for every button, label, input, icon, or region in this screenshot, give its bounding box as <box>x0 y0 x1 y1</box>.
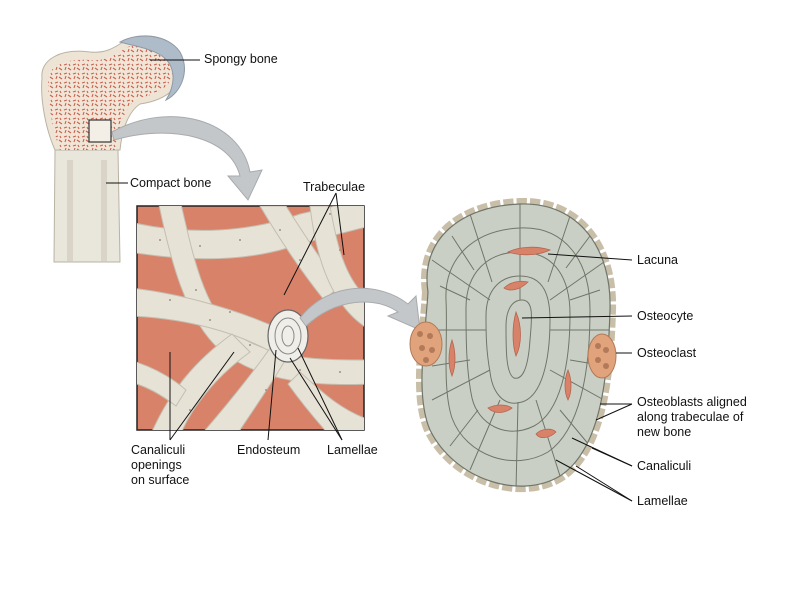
label-line: new bone <box>637 425 692 439</box>
label-line: along trabeculae of <box>637 410 744 424</box>
label-spongy-bone: Spongy bone <box>204 52 278 66</box>
label-endosteum: Endosteum <box>237 443 301 457</box>
label-canaliculi-openings: Canaliculi openings on surface <box>131 443 189 488</box>
label-lamellae-left: Lamellae <box>327 443 378 457</box>
label-canaliculi-right: Canaliculi <box>637 459 692 473</box>
femur-shaft <box>53 149 121 263</box>
osteoclast-right <box>587 333 617 379</box>
zoom-selection-box <box>88 119 112 143</box>
zoom-arrow-1 <box>111 116 263 201</box>
trabecula-cross-section <box>409 197 617 493</box>
label-osteoclast: Osteoclast <box>637 346 697 360</box>
femur-illustration <box>41 35 185 263</box>
label-line: on surface <box>131 473 190 487</box>
leader-lines <box>106 59 633 502</box>
spongy-region <box>48 43 175 150</box>
label-line: Osteoblasts aligned <box>637 395 747 409</box>
label-compact-bone: Compact bone <box>130 176 212 190</box>
label-lamellae-right: Lamellae <box>637 494 688 508</box>
osteoclast-left <box>409 321 443 367</box>
lacuna-1 <box>506 246 552 256</box>
articular-cartilage <box>118 35 185 102</box>
lacuna-3 <box>512 310 521 358</box>
label-line: Canaliculi <box>131 443 186 457</box>
label-osteocyte: Osteocyte <box>637 309 694 323</box>
label-trabeculae: Trabeculae <box>303 180 366 194</box>
lacuna-2 <box>503 280 529 291</box>
trabeculae-enlargement <box>136 205 365 431</box>
label-osteoblasts: Osteoblasts aligned along trabeculae of … <box>637 395 747 440</box>
label-lacuna: Lacuna <box>637 253 679 267</box>
label-line: openings <box>131 458 182 472</box>
